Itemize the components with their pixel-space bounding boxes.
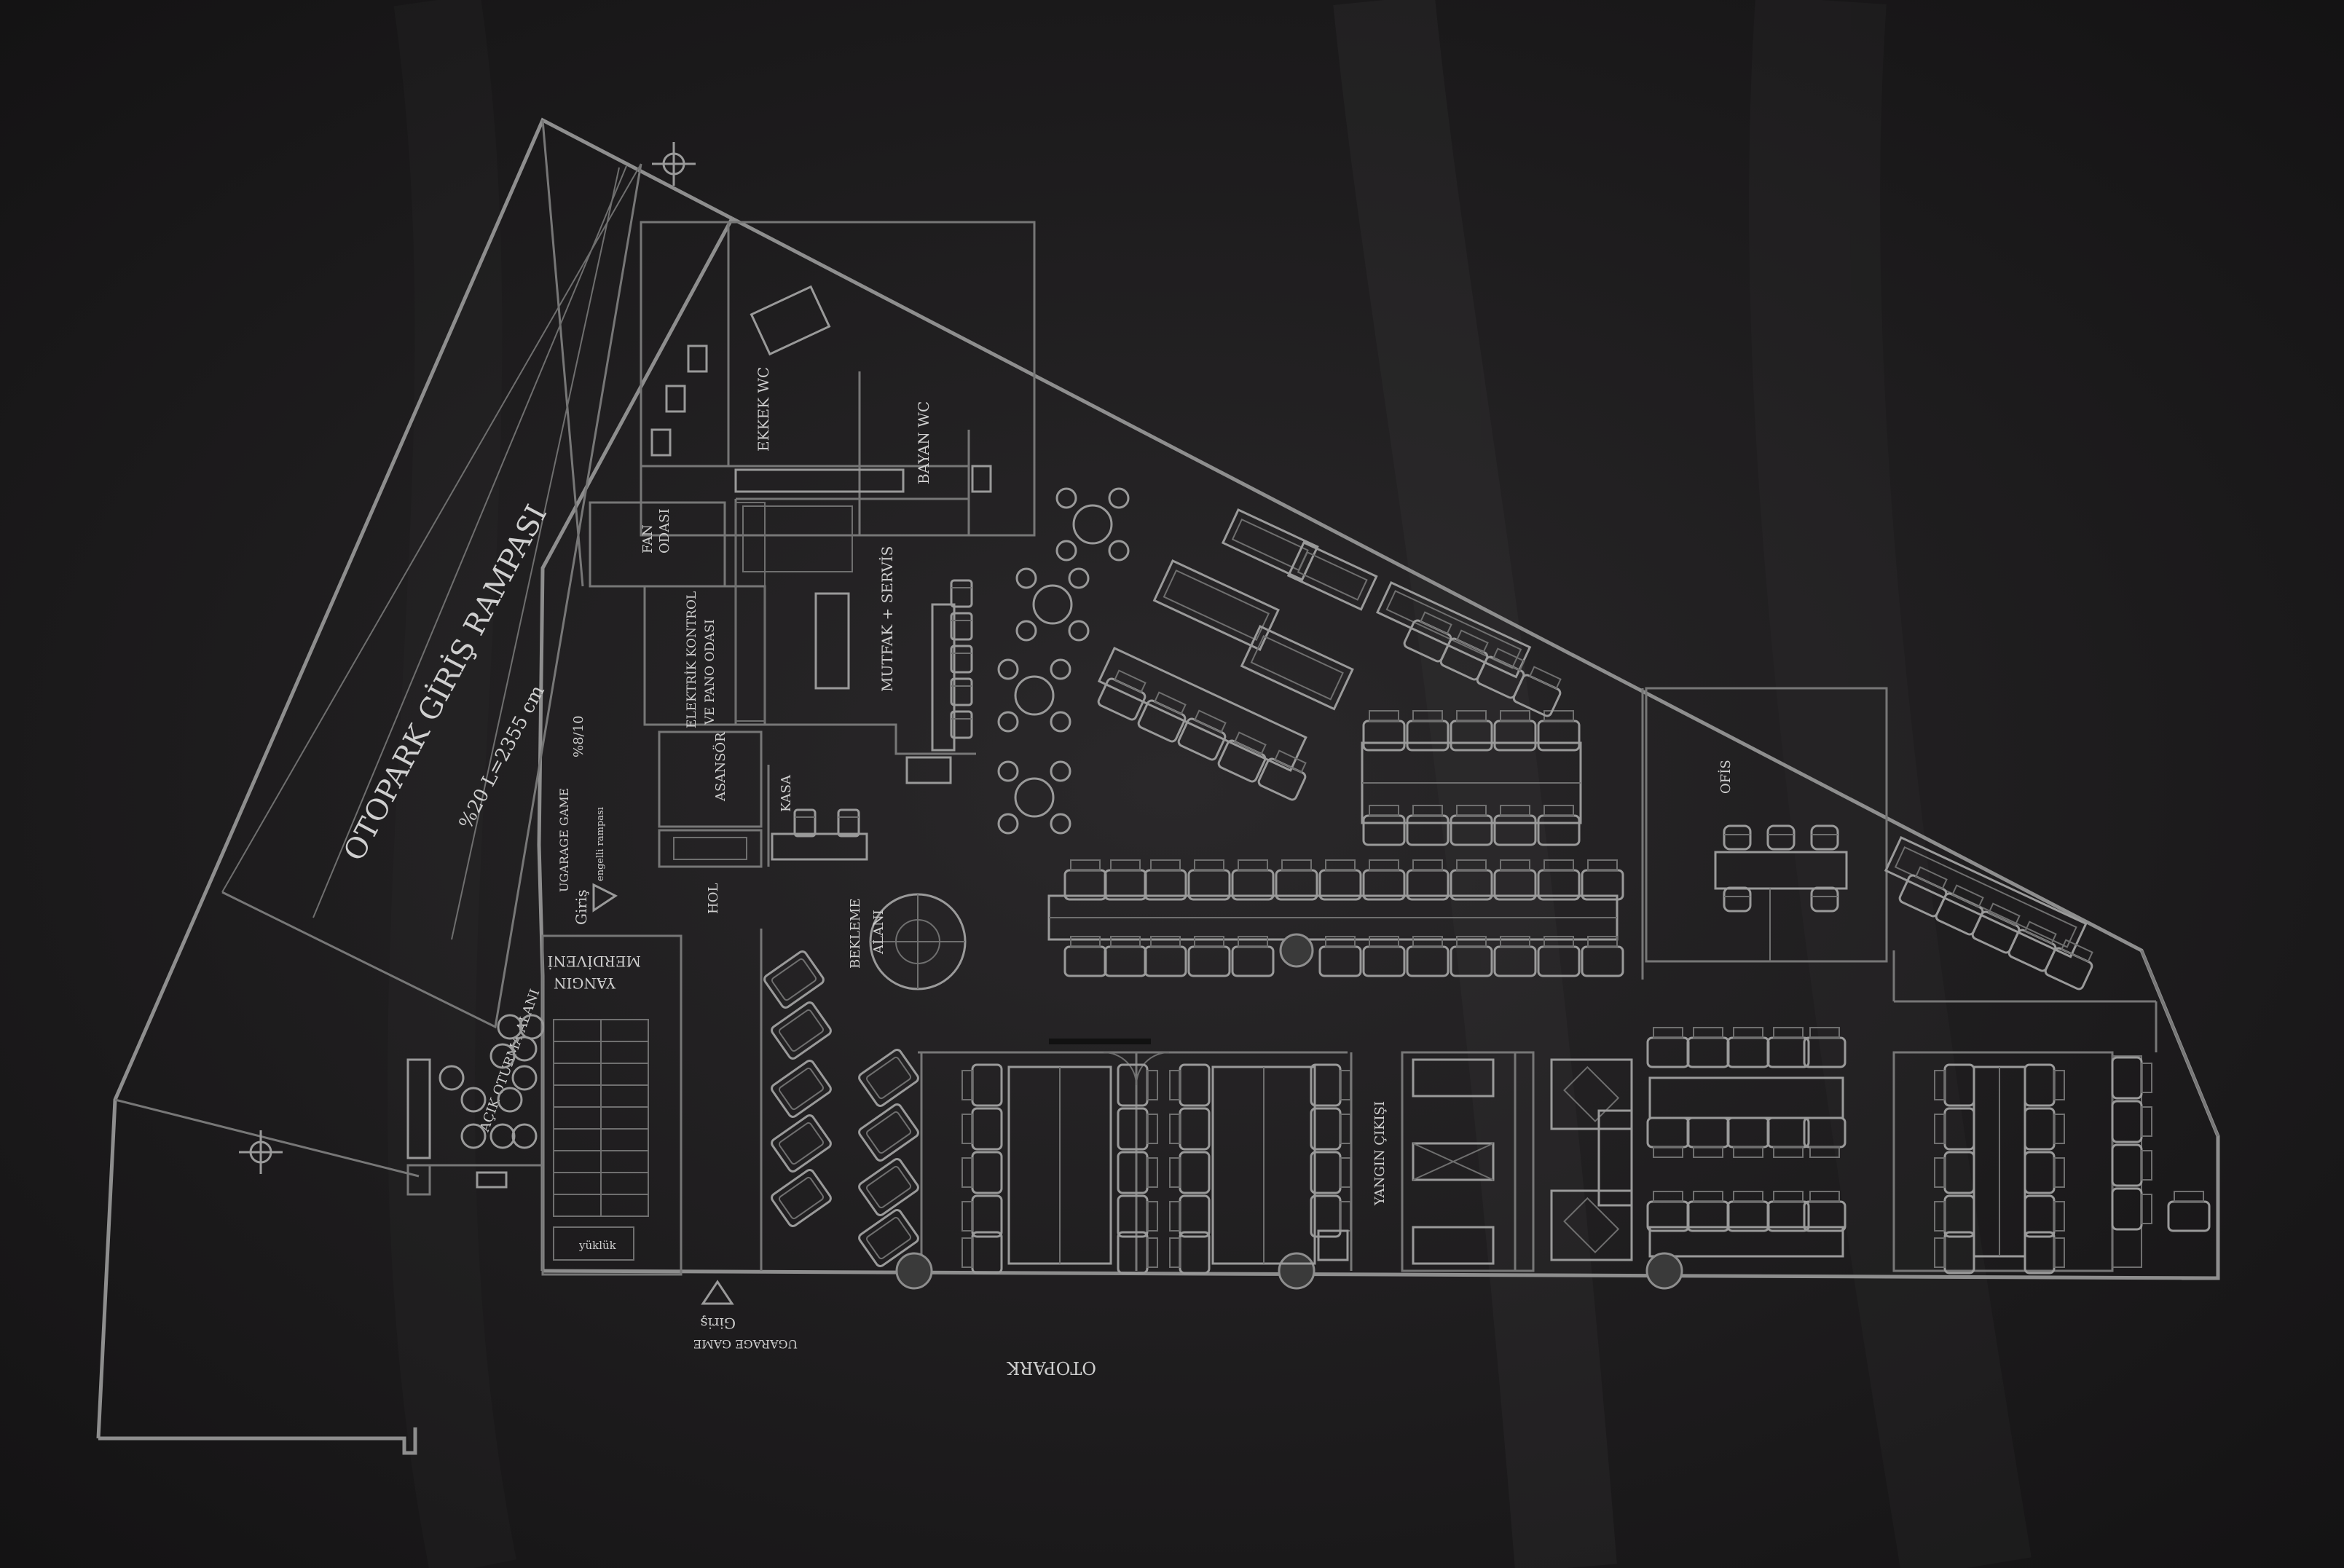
room-1-stations [961,1063,1159,1275]
gaming-block-lower [1645,1026,1847,1290]
fire-stair: YANGIN MERDİVENİ yüklük [541,934,683,1276]
label-engelli-rampasi: engelli rampası [595,807,606,881]
label-yangin-2: MERDİVENİ [547,953,641,970]
label-elektrik-2: VE PANO ODASI [703,619,717,725]
label-giris-top: Giriş [573,889,590,925]
label-asansor: ASANSÖR [712,732,728,802]
label-otopark: OTOPARK [1006,1358,1096,1378]
label-bekleme-2: ALANI [871,910,886,955]
office: OFİS [1645,687,1888,963]
label-ekkek-wc: EKKEK WC [755,367,772,452]
north-marker-top [652,142,696,186]
label-ugarage-top: UGARAGE GAME [557,788,571,892]
label-fan-odasi-2: ODASI [657,508,672,553]
upper-right-stations [1375,581,1644,980]
label-ugarage-bottom: UGARAGE GAME [693,1337,798,1351]
label-mutfak: MUTFAK + SERVİS [878,546,896,692]
label-yukluk: yüklük [578,1239,617,1252]
entrance-top: UGARAGE GAME Giriş [557,788,618,925]
label-kasa: KASA [779,774,794,812]
label-fan-odasi-1: FAN [640,524,656,553]
label-giris-bottom: Giriş [700,1315,736,1332]
fire-exit: YANGIN ÇIKIŞI [1372,1101,1388,1206]
utility-core [1401,1051,1535,1272]
lounge-chairs [760,929,921,1271]
gaming-row-main [1047,859,1624,977]
vip-lounge [1550,1058,1633,1261]
wc-block: EKKEK WC BAYAN WC [640,221,1036,572]
bottom-rooms [895,1039,1353,1290]
label-bekleme-1: BEKLEME [848,899,863,969]
label-bayan-wc: BAYAN WC [915,401,932,484]
waiting-area: BEKLEME ALANI [848,893,967,990]
label-yangin-cikisi: YANGIN ÇIKIŞI [1372,1101,1388,1206]
entrance-bottom: Giriş UGARAGE GAME [693,1280,798,1351]
gaming-block-upper [1361,709,1582,846]
north-marker-left [239,1130,283,1174]
label-ofis: OFİS [1717,760,1734,794]
room-2-stations [1168,1063,1352,1275]
right-room [1892,950,2219,1275]
label-elektrik-1: ELEKTRİK KONTROL [684,591,699,728]
kitchen: MUTFAK + SERVİS [734,497,976,784]
diagonal-stations [1096,508,1378,803]
right-diagonal-stations [1884,836,2156,1003]
label-yangin-1: YANGIN [554,974,616,992]
label-hol: HOL [706,883,721,914]
core-rooms: ASANSÖR KASA HOL engelli rampası [595,730,868,914]
slope-small: %8/10 [571,715,586,757]
